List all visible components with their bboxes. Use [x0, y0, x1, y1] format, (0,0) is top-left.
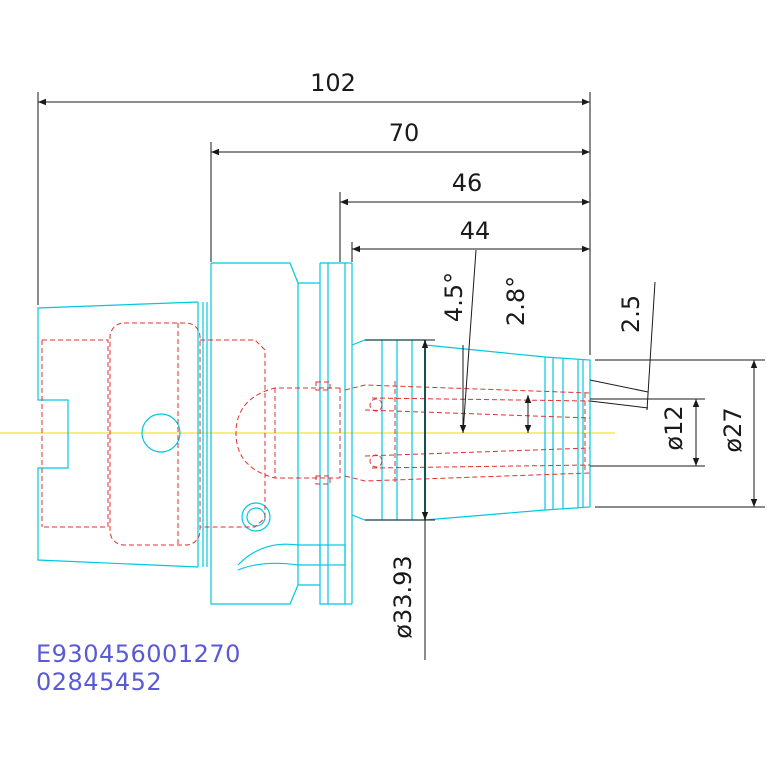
- dim-text-wall: 2.5: [617, 295, 645, 333]
- dim-text-angle-inner: 2.8°: [502, 276, 530, 326]
- hidden-lines: [41, 322, 591, 546]
- dim-text-70: 70: [389, 119, 420, 147]
- dim-text-nose: ø27: [719, 407, 747, 452]
- dim-text-44: 44: [460, 217, 491, 245]
- part-code-line2: 02845452: [36, 668, 163, 696]
- dim-text-shank: ø33.93: [389, 555, 417, 638]
- dim-text-angle-outer: 4.5°: [440, 272, 468, 322]
- dim-text-bore: ø12: [660, 405, 688, 450]
- part-codes: E930456001270 02845452: [36, 640, 241, 696]
- part-code-line1: E930456001270: [36, 640, 241, 668]
- dim-text-102: 102: [310, 69, 356, 97]
- dim-text-46: 46: [452, 169, 483, 197]
